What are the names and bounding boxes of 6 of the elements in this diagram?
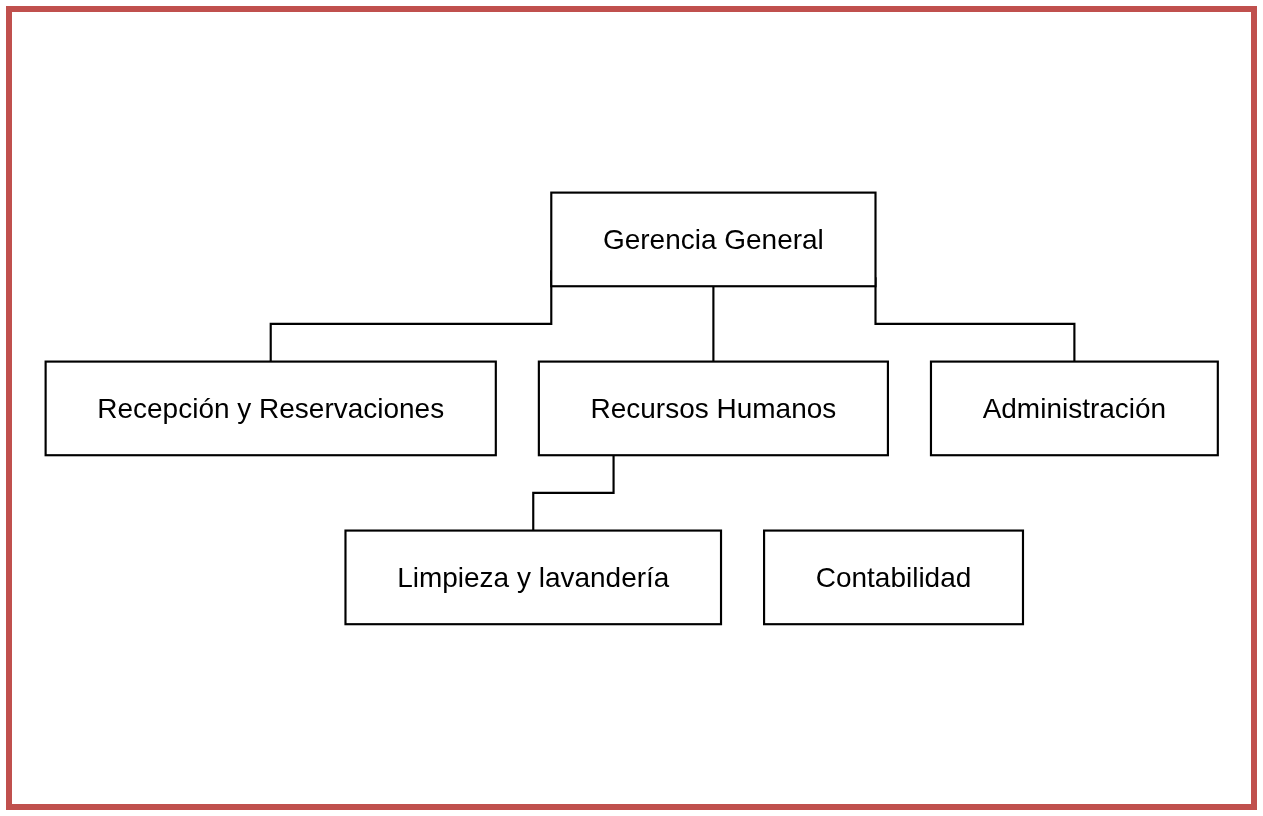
node-box: Limpieza y lavandería: [344, 529, 722, 625]
node-box: Contabilidad: [762, 529, 1024, 625]
node-box: Gerencia General: [550, 191, 877, 287]
node-box: Recepción y Reservaciones: [44, 360, 497, 456]
node-box: Recursos Humanos: [537, 360, 889, 456]
node-box: Administración: [929, 360, 1219, 456]
